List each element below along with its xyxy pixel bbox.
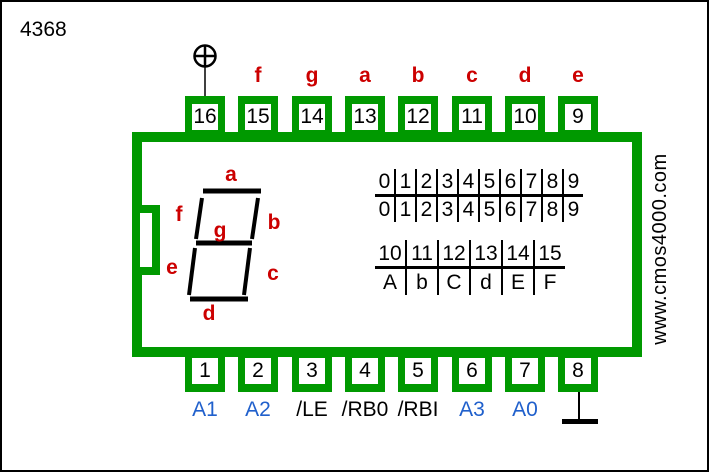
pin-15: 15: [238, 96, 278, 142]
pin-13: 13: [345, 96, 385, 142]
segment-label-b: b: [267, 211, 281, 234]
pin-15-number: 15: [245, 104, 271, 130]
pin-4-label: /RB0: [341, 398, 389, 421]
decode-table-hex: 10 11 12 13 14 15 A b C d E F: [375, 240, 565, 295]
pin-3: 3: [292, 347, 332, 392]
pin-5-number: 5: [405, 358, 431, 384]
pin-16-number: 16: [192, 104, 218, 130]
decode-table-digits-output-row: 0 1 2 3 4 5 6 7 8 9: [375, 195, 583, 222]
decode-table-hex-output-row: A b C d E F: [375, 267, 565, 295]
segment-label-g: g: [213, 219, 227, 242]
top-pin-letter-d: d: [518, 64, 532, 87]
segment-label-f: f: [175, 203, 183, 226]
top-pin-letter-c: c: [466, 64, 478, 87]
top-pin-letter-e: e: [572, 64, 584, 87]
pin-9-number: 9: [565, 104, 591, 130]
part-number: 4368: [20, 18, 67, 41]
pin-13-number: 13: [352, 104, 378, 130]
pin-6-number: 6: [459, 358, 485, 384]
chip-notch: [132, 205, 160, 275]
pin-9: 9: [558, 96, 598, 142]
top-pin-letter-b: b: [411, 64, 425, 87]
pin-14-number: 14: [299, 104, 325, 130]
pin-1-number: 1: [192, 358, 218, 384]
pin-7-label: A0: [512, 398, 538, 421]
pin-8: 8: [558, 347, 598, 392]
power-plus-circle-icon: [190, 42, 222, 100]
website-watermark: www.cmos4000.com: [649, 153, 671, 345]
ground-icon: [560, 390, 600, 426]
decode-table-hex-input-row: 10 11 12 13 14 15: [375, 240, 565, 269]
segment-label-e: e: [166, 256, 178, 279]
pin-14: 14: [292, 96, 332, 142]
decode-table-digits-input-row: 0 1 2 3 4 5 6 7 8 9: [375, 169, 583, 197]
pin-1-label: A1: [192, 398, 218, 421]
seven-segment-display-icon: [182, 182, 274, 310]
top-pin-letter-g: g: [305, 64, 319, 87]
pin-8-number: 8: [565, 358, 591, 384]
pin-7: 7: [505, 347, 545, 392]
pin-11-number: 11: [459, 104, 485, 130]
decode-table-digits: 0 1 2 3 4 5 6 7 8 9 0 1 2 3 4 5 6 7 8 9: [375, 169, 583, 222]
segment-label-c: c: [267, 262, 279, 285]
pin-12-number: 12: [405, 104, 431, 130]
pin-10-number: 10: [512, 104, 538, 130]
pin-3-label: /LE: [296, 398, 328, 421]
pin-1: 1: [185, 347, 225, 392]
pin-2-label: A2: [245, 398, 271, 421]
pin-6-label: A3: [459, 398, 485, 421]
pin-2: 2: [238, 347, 278, 392]
pin-2-number: 2: [245, 358, 271, 384]
pin-5: 5: [398, 347, 438, 392]
pin-6: 6: [452, 347, 492, 392]
pin-11: 11: [452, 96, 492, 142]
pin-4: 4: [345, 347, 385, 392]
pin-12: 12: [398, 96, 438, 142]
segment-label-a: a: [225, 163, 237, 186]
top-pin-letter-a: a: [359, 64, 371, 87]
pin-4-number: 4: [352, 358, 378, 384]
pin-16: 16: [185, 96, 225, 142]
top-pin-letter-f: f: [254, 64, 262, 87]
pin-7-number: 7: [512, 358, 538, 384]
segment-label-d: d: [202, 302, 216, 325]
pin-5-label: /RBI: [397, 398, 439, 421]
pin-3-number: 3: [299, 358, 325, 384]
pin-10: 10: [505, 96, 545, 142]
